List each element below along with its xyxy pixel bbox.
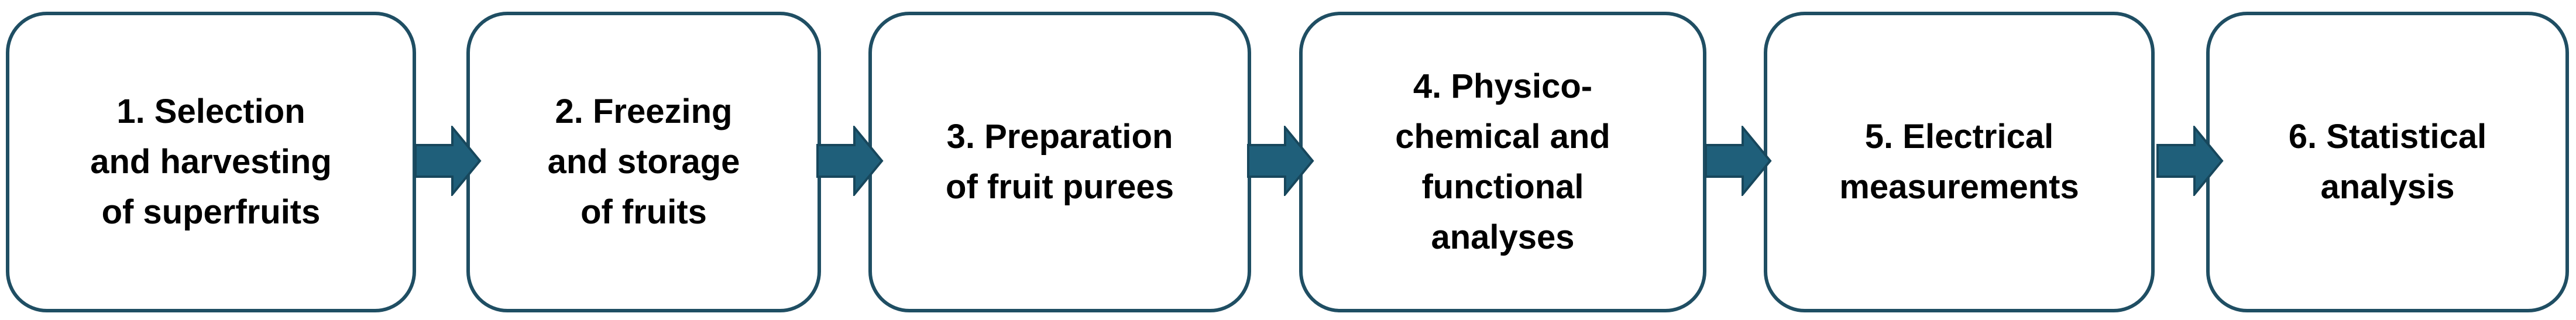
step-3-box: 3. Preparation of fruit purees	[868, 12, 1251, 312]
step-2-box: 2. Freezing and storage of fruits	[466, 12, 821, 312]
step-6-label: 6. Statistical analysis	[2288, 118, 2487, 206]
step-6-box: 6. Statistical analysis	[2206, 12, 2569, 312]
right-arrow-icon	[1247, 126, 1314, 196]
step-2-label: 2. Freezing and storage of fruits	[547, 92, 740, 231]
right-arrow-icon	[816, 126, 884, 196]
step-5-box: 5. Electrical measurements	[1764, 12, 2155, 312]
step-4-box: 4. Physico- chemical and functional anal…	[1299, 12, 1706, 312]
step-1-label: 1. Selection and harvesting of superfrui…	[90, 92, 332, 231]
step-1-box: 1. Selection and harvesting of superfrui…	[6, 12, 416, 312]
step-5-label: 5. Electrical measurements	[1839, 118, 2079, 206]
step-4-label: 4. Physico- chemical and functional anal…	[1395, 67, 1610, 256]
step-3-label: 3. Preparation of fruit purees	[946, 118, 1174, 206]
right-arrow-icon	[414, 126, 482, 196]
right-arrow-icon	[2156, 126, 2224, 196]
right-arrow-icon	[1705, 126, 1772, 196]
